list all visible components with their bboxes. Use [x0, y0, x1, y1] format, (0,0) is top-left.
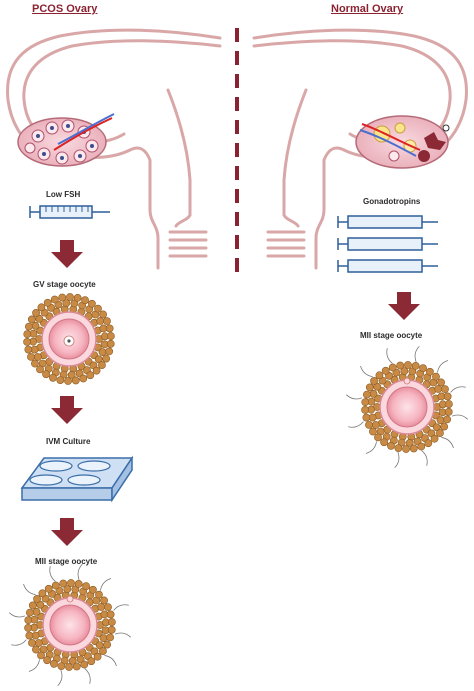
- mii-oocyte-icon: [8, 563, 132, 687]
- gonadotropins-label: Gonadotropins: [363, 197, 421, 206]
- mii-stage-label-left: MII stage oocyte: [35, 557, 98, 566]
- mii-stage-label-right: MII stage oocyte: [360, 331, 423, 340]
- normal-ovary-heading: Normal Ovary: [331, 3, 404, 15]
- syringe-icon: [29, 205, 110, 219]
- mii-oocyte-icon: [345, 345, 469, 469]
- down-arrow-icon: [388, 292, 420, 320]
- normal-ovary-icon: [355, 115, 450, 169]
- pcos-ovary-heading: PCOS Ovary: [32, 3, 98, 15]
- ivm-culture-label: IVM Culture: [46, 437, 91, 446]
- syringe-icon: [337, 215, 438, 273]
- gv-stage-label: GV stage oocyte: [33, 280, 96, 289]
- culture-plate-icon: [20, 455, 134, 503]
- low-fsh-label: Low FSH: [46, 190, 81, 199]
- down-arrow-icon: [51, 396, 83, 424]
- down-arrow-icon: [51, 518, 83, 546]
- gv-oocyte-icon: [23, 293, 115, 385]
- down-arrow-icon: [51, 240, 83, 268]
- pcos-ovary-icon: [17, 113, 115, 167]
